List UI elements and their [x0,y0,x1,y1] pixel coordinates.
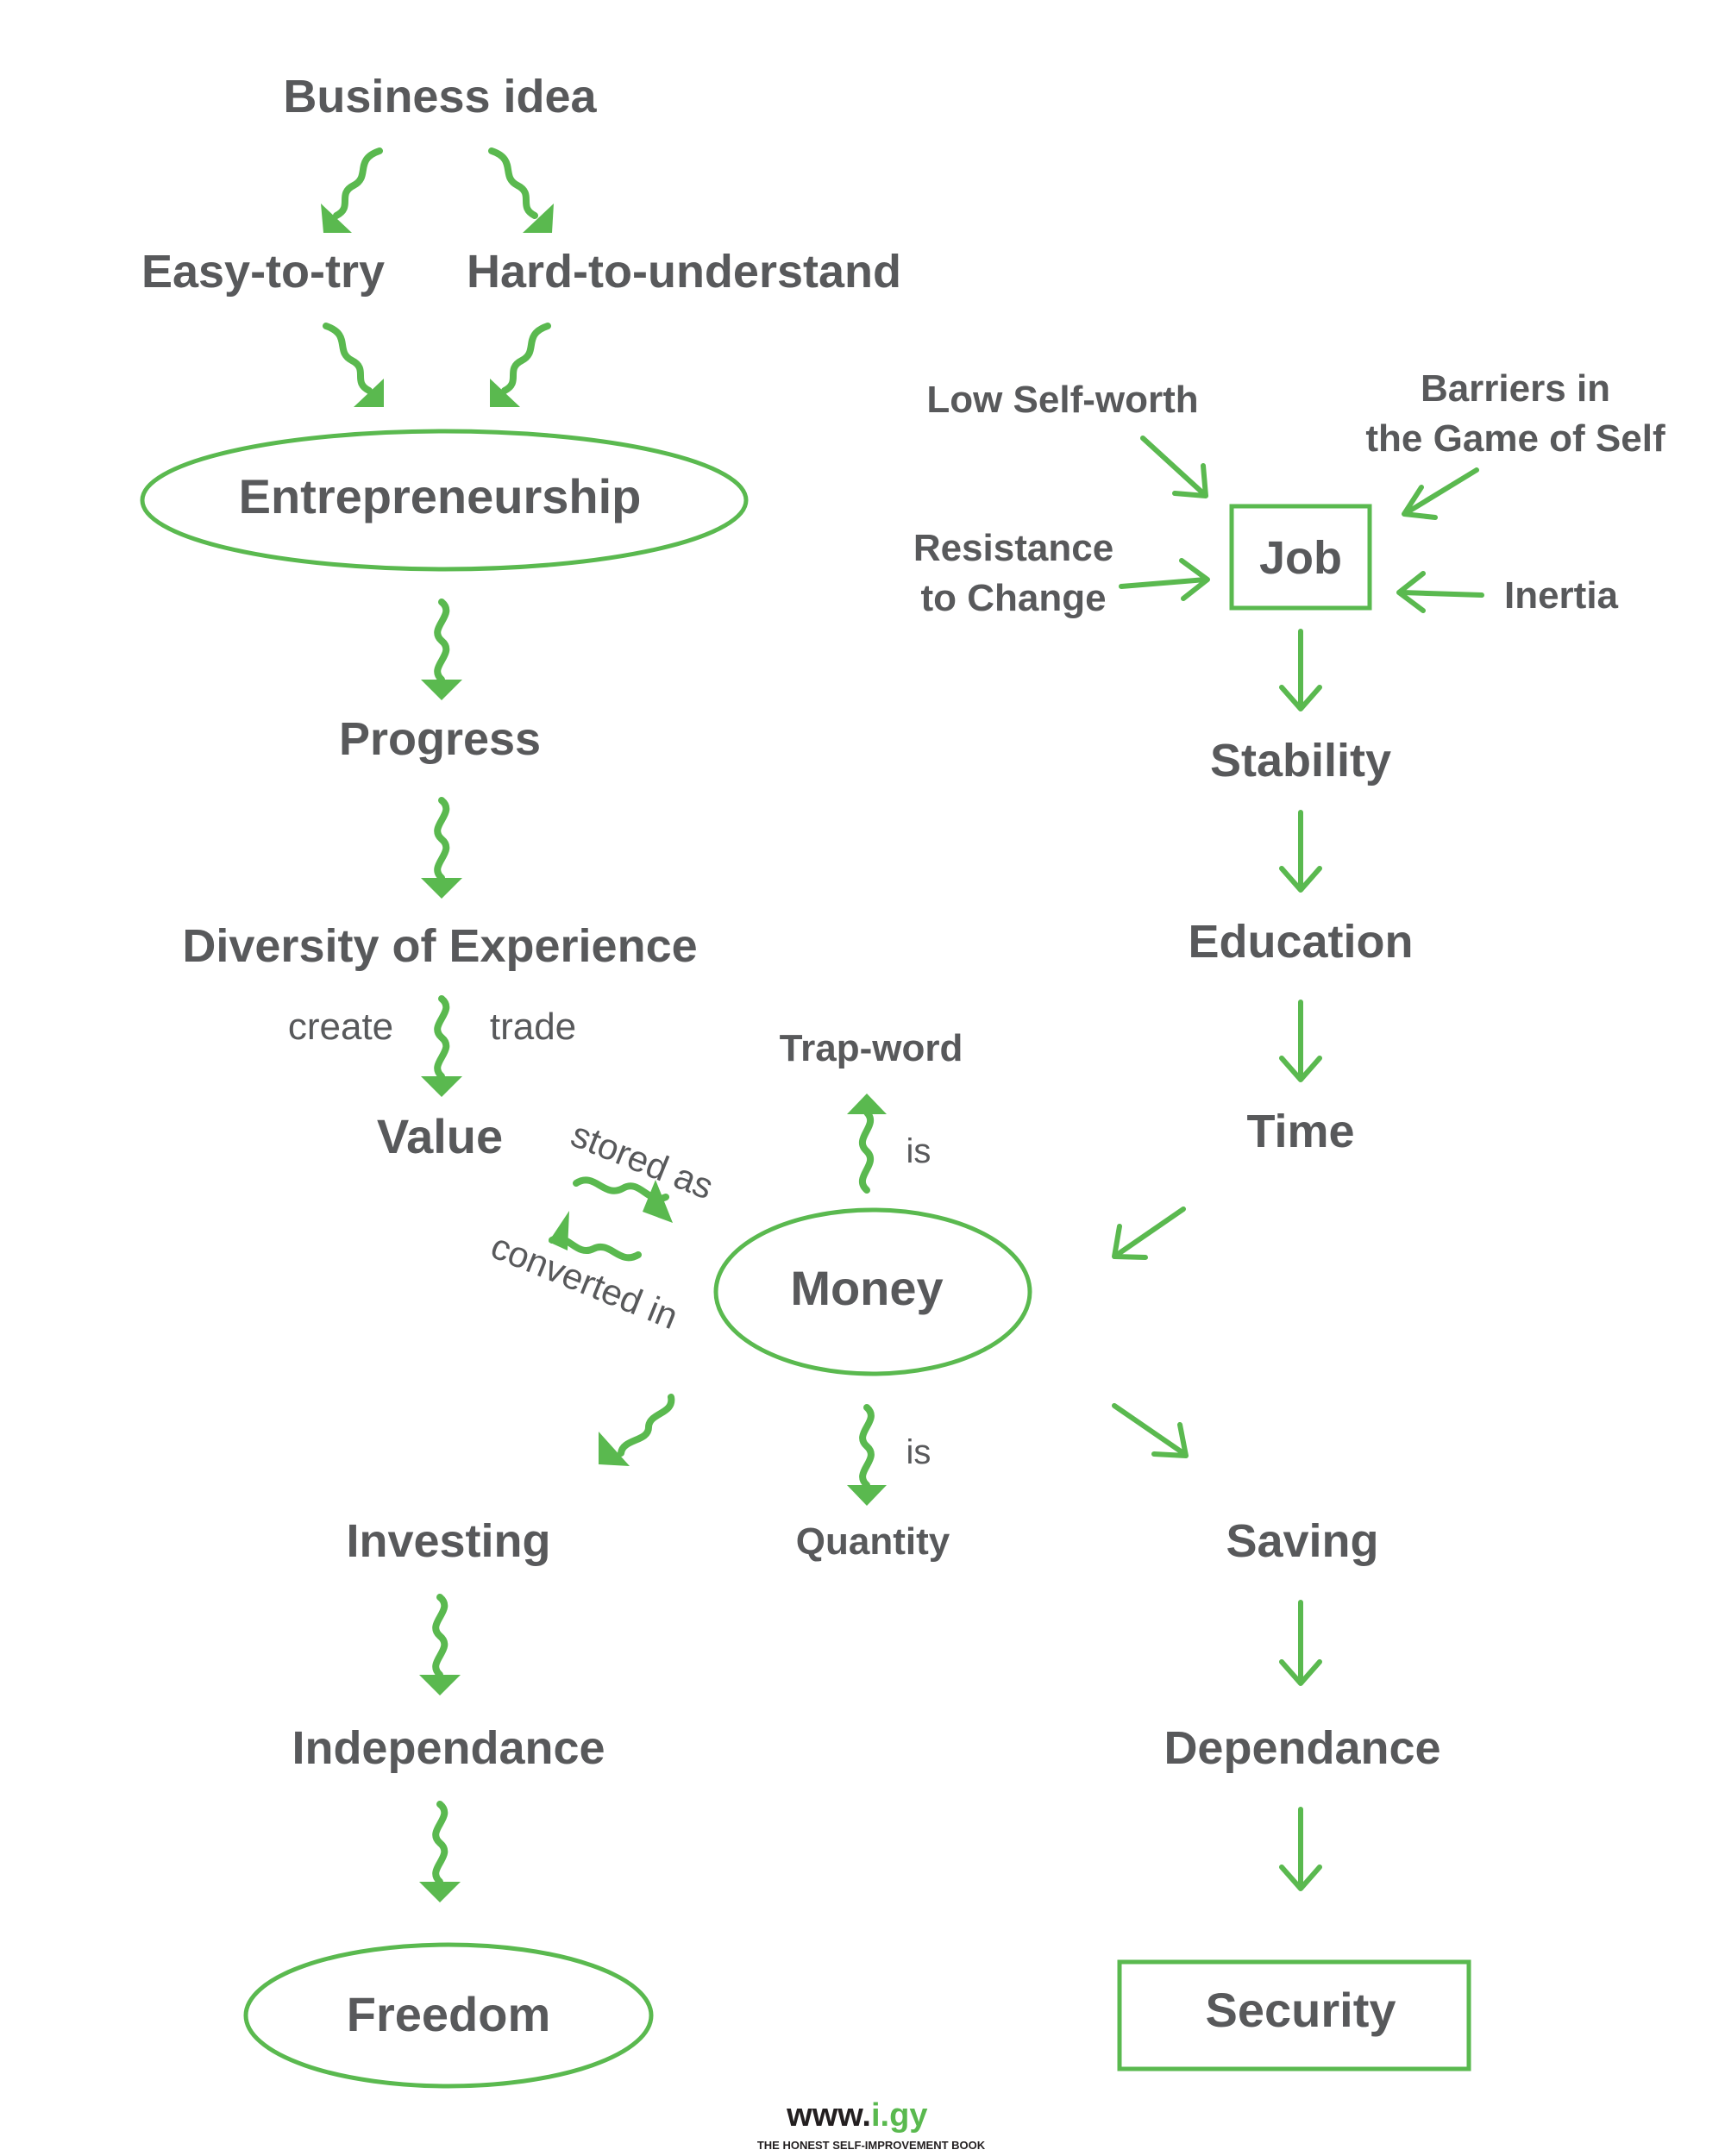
arrow-stability-education [1279,810,1322,893]
job-box [1229,504,1372,611]
create-label: create [288,1006,393,1048]
education-node: Education [1188,916,1413,968]
entrepreneurship-ellipse [140,429,749,572]
security-node: Security [1206,1983,1396,2037]
low-self-worth-node: Low Self-worth [926,379,1198,421]
arrow-dependance-security [1279,1807,1322,1891]
diversity-of-experience-node: Diversity of Experience [182,920,697,972]
arrow-education-time [1279,1000,1322,1082]
security-box [1117,1959,1471,2071]
footer-url-domain: i.gy [871,2097,927,2134]
investing-node: Investing [346,1515,550,1567]
barriers-line1: Barriers in [1421,367,1610,410]
arrow-job-stability [1279,629,1322,711]
resistance-line2: to Change [920,577,1106,619]
wavy-arrow-independance-freedom [419,1801,461,1902]
arrow-money-saving [1112,1403,1189,1458]
hard-to-understand-node: Hard-to-understand [467,246,901,298]
wavy-arrow-diversity-value [421,995,462,1097]
stability-node: Stability [1210,735,1391,787]
wavy-arrow-money-trapword [847,1094,887,1194]
saving-node: Saving [1226,1515,1378,1567]
footer-brand: www. i.gy THE HONEST SELF-IMPROVEMENT BO… [757,2097,986,2152]
arrow-saving-dependance [1279,1600,1322,1686]
footer-tagline: THE HONEST SELF-IMPROVEMENT BOOK [757,2139,986,2152]
trap-word-node: Trap-word [780,1027,963,1069]
independance-node: Independance [292,1722,605,1774]
wavy-arrow-business-easy [321,147,383,233]
inertia-node: Inertia [1504,574,1619,617]
barriers-line2: the Game of Self [1365,417,1665,460]
wavy-arrow-money-quantity [847,1404,887,1506]
arrow-low-self-worth-job [1140,436,1208,498]
is-label-up: is [906,1132,932,1170]
trade-label: trade [490,1006,576,1048]
arrow-barriers-job [1402,467,1479,520]
dependance-node: Dependance [1164,1722,1440,1774]
value-node: Value [377,1109,503,1163]
footer-url-prefix: www. [786,2097,871,2134]
wavy-arrow-business-hard [488,147,554,233]
job-node: Job [1259,532,1342,584]
wavy-arrow-investing-independance [419,1594,461,1695]
wavy-arrow-hard-entrepreneurship [490,323,551,407]
business-idea-node: Business idea [283,71,597,122]
money-ellipse [713,1207,1032,1376]
freedom-ellipse [243,1942,654,2089]
progress-node: Progress [339,713,541,765]
wavy-arrow-entrepreneurship-progress [421,599,462,700]
quantity-node: Quantity [796,1520,950,1563]
wavy-arrow-value-money [573,1176,673,1223]
wavy-arrow-easy-entrepreneurship [323,323,384,407]
converted-in-label: converted in [486,1225,684,1337]
arrow-time-money [1112,1206,1186,1260]
arrow-resistance-job [1119,558,1210,601]
wavy-arrow-progress-diversity [421,797,462,899]
easy-to-try-node: Easy-to-try [141,246,385,298]
entrepreneurship-node: Entrepreneurship [239,469,642,523]
arrow-inertia-job [1396,571,1484,613]
time-node: Time [1246,1106,1354,1157]
freedom-node: Freedom [347,1987,551,2041]
is-label-down: is [906,1433,932,1471]
wavy-arrow-money-investing [599,1394,675,1466]
resistance-line1: Resistance [913,527,1113,569]
money-node: Money [790,1261,943,1315]
wavy-arrow-money-value [549,1211,642,1262]
